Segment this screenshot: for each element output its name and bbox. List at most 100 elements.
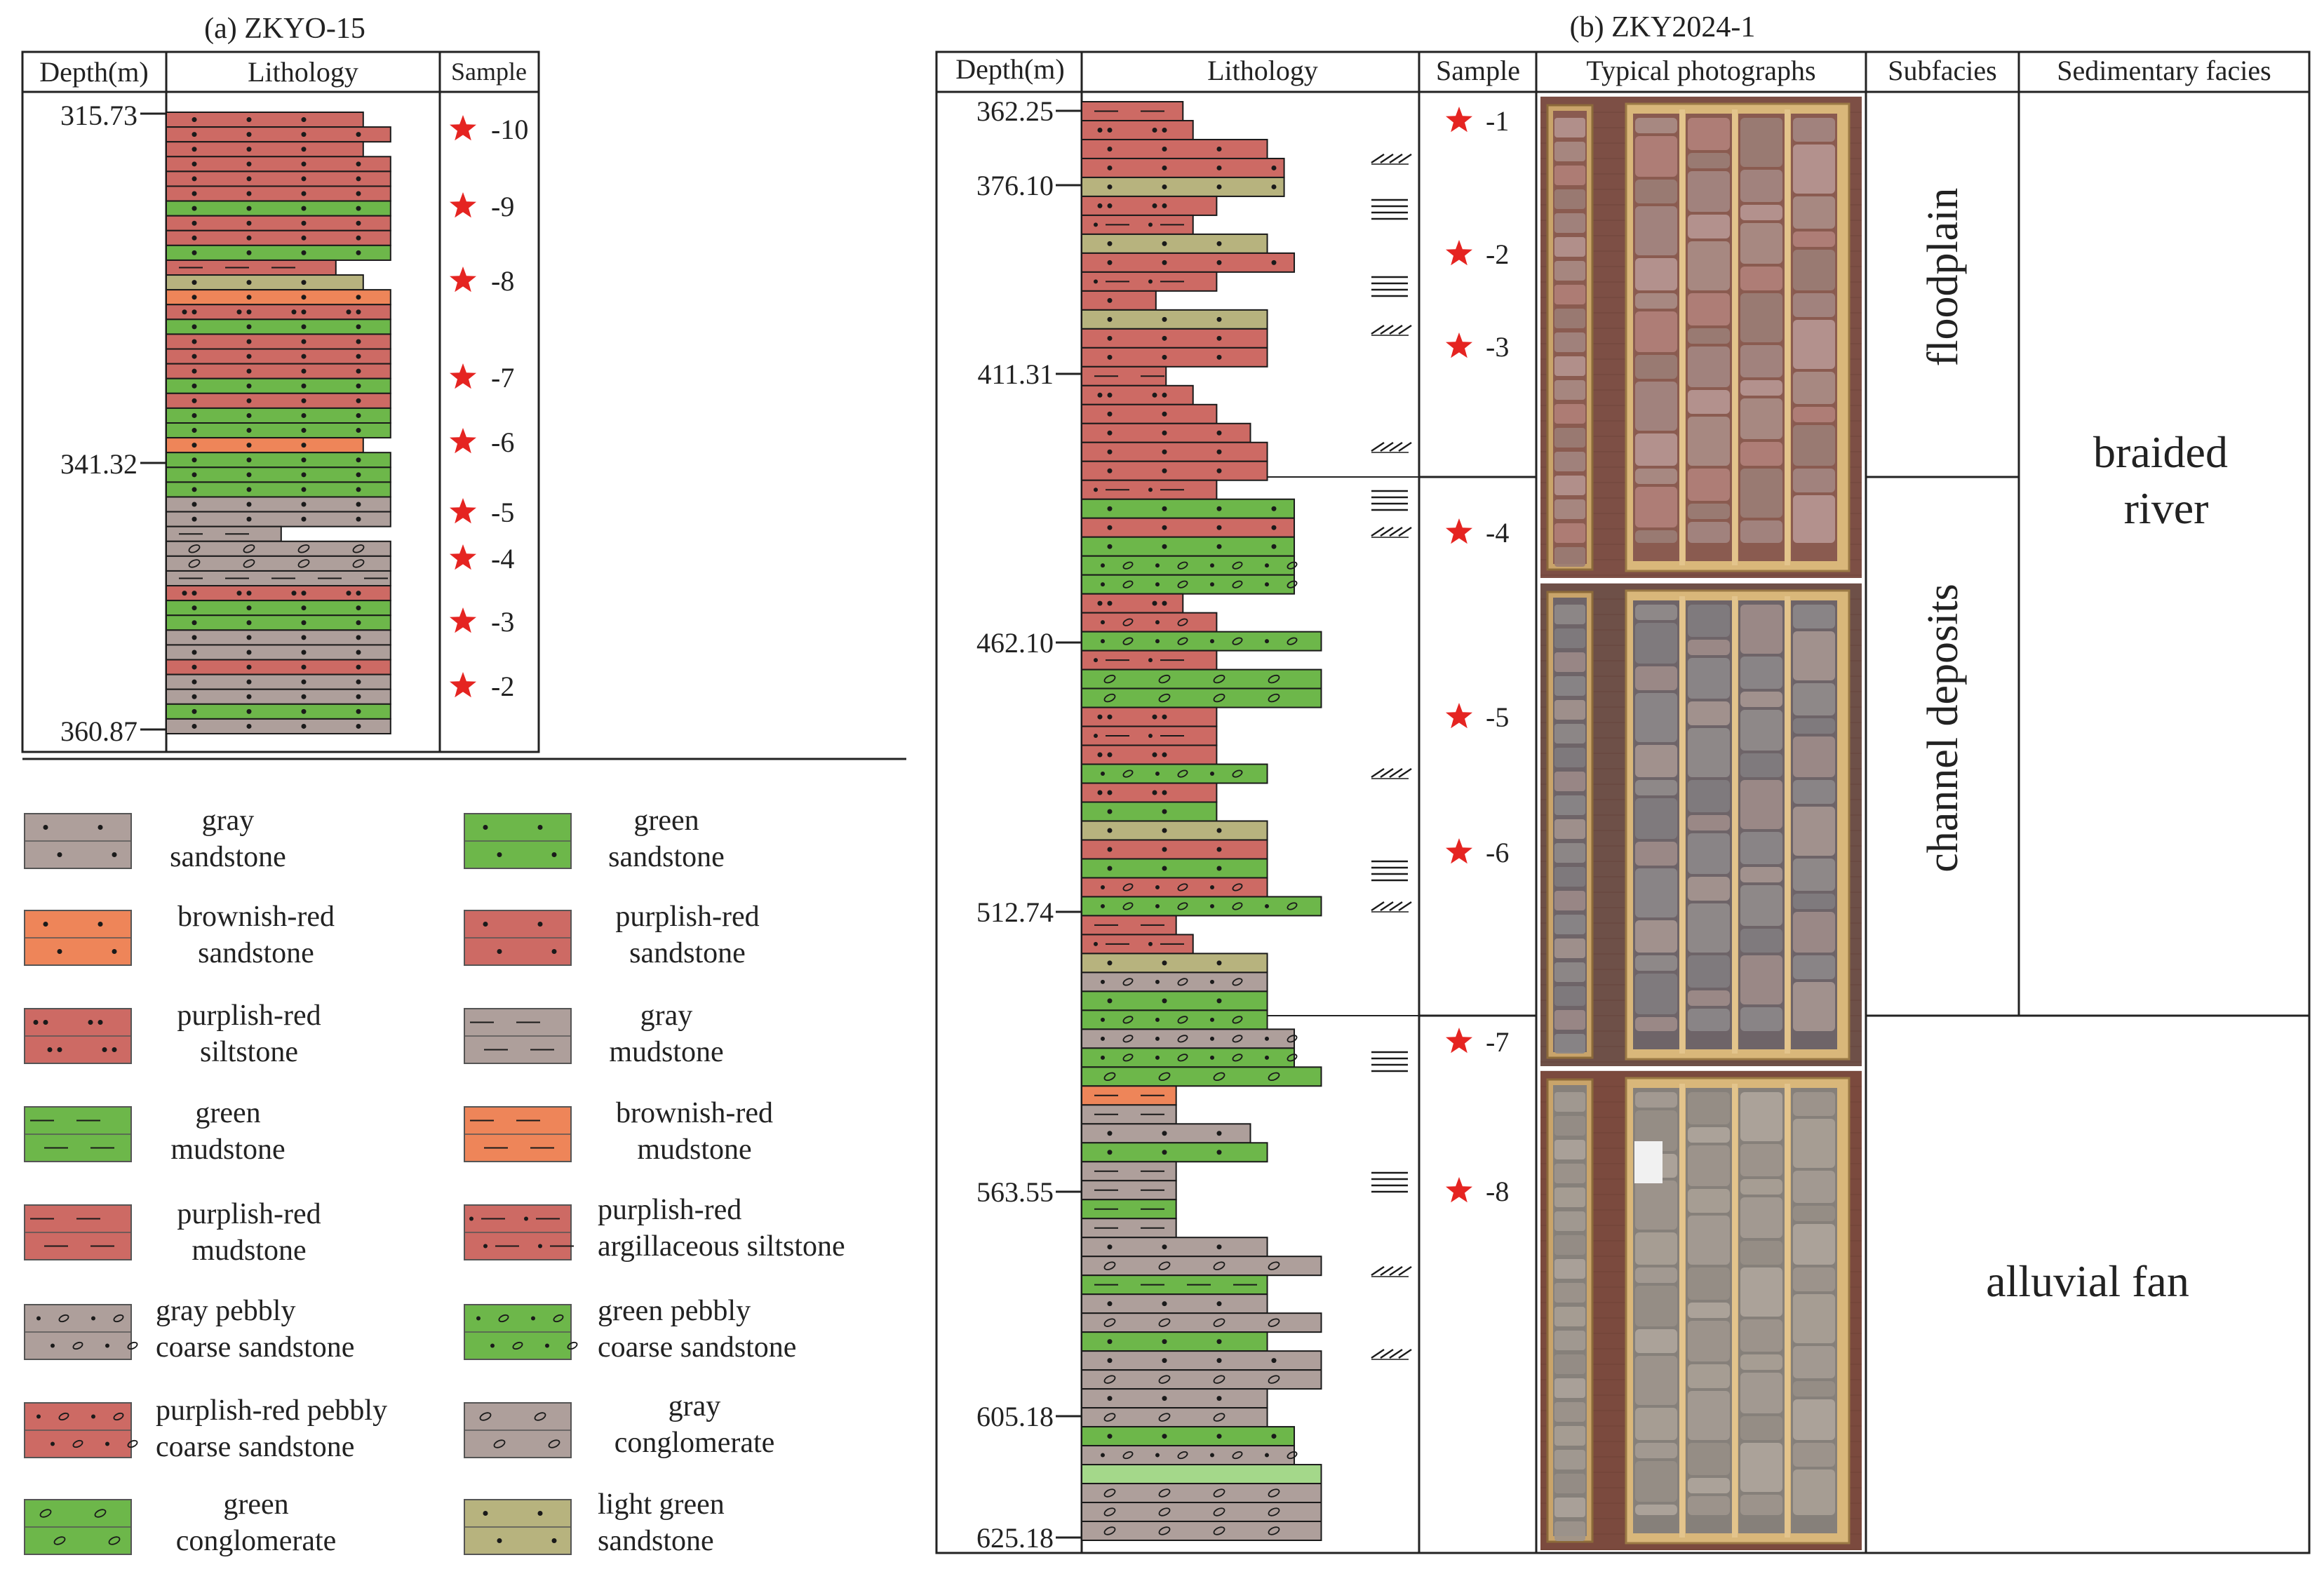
lithology-layer [1081,915,1177,936]
lithology-layer [1081,176,1285,197]
lithology-layer [1081,877,1268,898]
lithology-layer [1081,328,1268,349]
lithology-layer [1081,1331,1268,1352]
lithology-layer [1081,593,1184,614]
horizontal-bedding-icon [1371,276,1408,297]
lithology-layer [166,570,391,587]
lithology-layer [1081,971,1268,993]
legend-swatch [464,813,572,869]
panel-b-lithology-column [1081,101,1322,1542]
lithology-layer [166,229,391,246]
legend-swatch [464,1204,574,1260]
lithology-layer [1081,290,1157,311]
sample-label: -3 [1486,331,1509,363]
lithology-layer [166,333,391,350]
depth-label: 625.18 [976,1522,1054,1554]
lithology-layer [1081,1142,1268,1163]
lithology-layer [1081,725,1218,746]
legend-swatch [24,1204,132,1260]
lithology-layer [166,629,391,646]
panel-b: (b) ZKY2024-1 Depth(m) Lithology Sample … [935,11,2311,1554]
lithology-layer [166,185,391,202]
lithology-layer [166,688,391,705]
lithology-layer [1081,801,1218,822]
depth-label: 376.10 [976,170,1054,201]
lithology-layer [1081,782,1218,803]
sample-label: -4 [491,543,514,574]
lithology-layer [166,644,391,661]
lithology-layer [1081,233,1268,254]
lithology-layer [166,200,391,217]
lithology-layer [1081,252,1296,273]
lithology-layer [1081,138,1268,159]
lithology-layer [166,170,391,187]
panel-a: (a) ZKYO-15 Depth(m) Lithology Sample 31… [21,13,540,753]
panel-a-frame [21,51,540,753]
lithology-layer [1081,1104,1177,1125]
legend-swatch [464,1106,572,1162]
typical-photographs [1538,96,1864,1550]
facies-braided-river: braided river [2093,427,2239,533]
lithology-layer [166,452,391,469]
depth-label: 512.74 [976,896,1054,928]
lithology-layer [166,511,391,527]
lithology-layer [166,673,391,690]
sample-label: -4 [1486,517,1509,549]
sample-label: -5 [1486,701,1509,733]
depth-label: 315.73 [60,100,137,131]
lithology-layer [1081,896,1322,917]
lithology-layer [166,377,391,394]
lithology-layer [1081,214,1194,235]
core-photo [1540,96,1862,578]
lithology-layer [1081,858,1268,879]
sample-label: -2 [1486,238,1509,270]
depth-label: 605.18 [976,1401,1054,1432]
lithology-layer [166,141,364,158]
lithology-layer [166,659,391,675]
lithology-layer [1081,1521,1322,1542]
lithology-layer [1081,555,1298,576]
depth-label: 563.55 [976,1176,1054,1208]
cross-bedding-icon [1371,442,1412,453]
lithology-layer [166,555,391,572]
lithology-layer [166,112,364,128]
lithology-layer [1081,1274,1268,1296]
cross-bedding-icon [1371,154,1412,165]
legend-swatch [24,1008,132,1064]
lithology-layer [166,496,391,513]
lithology-layer [1081,953,1268,974]
panel-b-header-sample: Sample [1436,55,1520,86]
lithology-layer [1081,612,1218,633]
lithology-layer [1081,1502,1322,1523]
panel-a-lithology-column [166,112,391,735]
panel-a-header-lithology: Lithology [248,56,358,88]
cross-bedding-icon [1371,901,1412,913]
panel-b-frame [935,51,2311,1554]
subfacies-channel-deposits: channel deposits [1919,584,1967,873]
lithology-layer [1081,763,1268,784]
sample-star-icon [450,607,476,633]
sample-label: -6 [1486,837,1509,868]
lithology-layer [166,289,391,306]
lithology-layer [1081,990,1268,1011]
lithology-layer [166,466,391,483]
subfacies-floodplain: floodplain [1919,188,1967,367]
legend-swatch [464,1304,578,1360]
depth-label: 360.87 [60,715,137,747]
horizontal-bedding-icon [1371,490,1408,511]
lithology-layer [1081,157,1285,178]
lithology-layer [1081,1028,1298,1049]
lithology-layer [1081,1237,1268,1258]
lithology-layer [166,259,337,276]
sample-label: -7 [1486,1026,1509,1058]
lithology-layer [1081,460,1268,481]
horizontal-bedding-icon [1371,860,1408,882]
